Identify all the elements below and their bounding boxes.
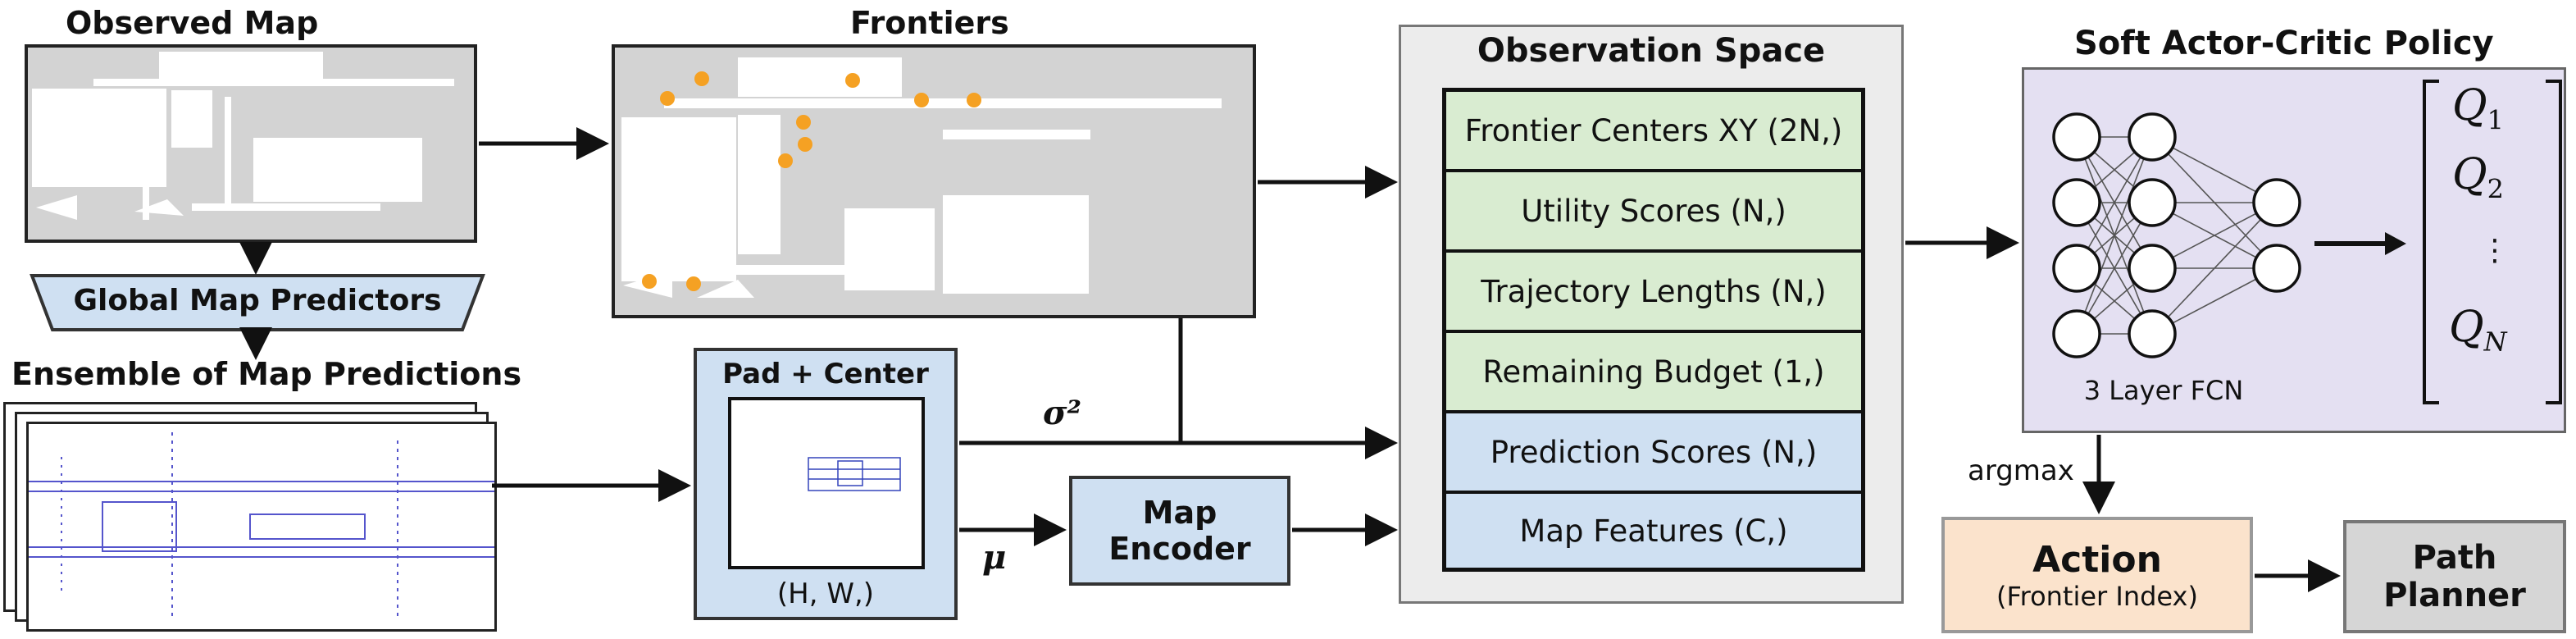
ensemble-stack [3,402,497,636]
pad-center-shape-label: (H, W,) [776,577,875,610]
action-title: Action [2032,538,2162,581]
frontiers-map-image [621,57,1222,298]
neural-network-icon [2052,80,2562,404]
policy-title: Soft Actor-Critic Policy [2074,25,2494,62]
path-planner-line2: Planner [2383,577,2526,614]
obs-row-frontier-centers: Frontier Centers XY (2N,) [1446,92,1861,172]
q-symbol-2: Q [2452,150,2487,199]
global-map-predictors-label: Global Map Predictors [73,284,442,317]
q-value-1: Q1 [2452,81,2504,135]
map-encoder-label-line1: Map [1142,495,1217,531]
path-planner-box: Path Planner [2343,520,2566,633]
pad-center-canvas [728,397,925,569]
q-symbol-1: Q [2452,81,2487,130]
policy-box: 3 Layer FCN Q1 Q2 ⋮ QN [2022,67,2566,433]
variance-label: σ² [1043,394,1082,432]
obs-row-trajectory-lengths: Trajectory Lengths (N,) [1446,253,1861,333]
q-value-2: Q2 [2452,150,2504,204]
argmax-label: argmax [1968,454,2074,487]
q-symbol-n: Q [2449,303,2484,352]
frontiers-title: Frontiers [850,5,1009,41]
observed-map-title: Observed Map [66,5,319,41]
policy-network-label: 3 Layer FCN [2083,375,2244,406]
obs-row-utility-scores: Utility Scores (N,) [1446,172,1861,253]
observation-space-title: Observation Space [1477,32,1826,70]
observation-space-container: Observation Space Frontier Centers XY (2… [1399,25,1904,604]
map-encoder-label-line2: Encoder [1108,531,1251,567]
q-value-n: QN [2449,303,2507,357]
map-encoder-box: Map Encoder [1069,476,1290,586]
mean-label: μ [982,538,1007,577]
observed-map-panel [25,44,477,243]
observation-space-table: Frontier Centers XY (2N,) Utility Scores… [1442,88,1865,572]
q-subscript-2: 2 [2487,173,2504,205]
frontier-dot-icon [642,71,981,291]
obs-row-remaining-budget: Remaining Budget (1,) [1446,333,1861,413]
ensemble-title: Ensemble of Map Predictions [11,356,522,392]
q-subscript-1: 1 [2487,104,2504,136]
obs-row-map-features: Map Features (C,) [1446,494,1861,568]
obs-row-prediction-scores: Prediction Scores (N,) [1446,413,1861,494]
path-planner-line1: Path [2412,539,2497,577]
action-box: Action (Frontier Index) [1941,517,2253,633]
q-subscript-n: N [2483,326,2507,358]
global-map-predictors-shape [30,274,485,331]
pad-center-box: Pad + Center (H, W,) [694,348,958,620]
action-subtitle: (Frontier Index) [1996,580,2198,612]
q-ellipsis: ⋮ [2480,234,2510,267]
frontiers-panel [612,44,1256,318]
observed-map-image [32,52,454,220]
pad-center-title: Pad + Center [722,358,929,390]
ensemble-map-image [29,432,494,621]
